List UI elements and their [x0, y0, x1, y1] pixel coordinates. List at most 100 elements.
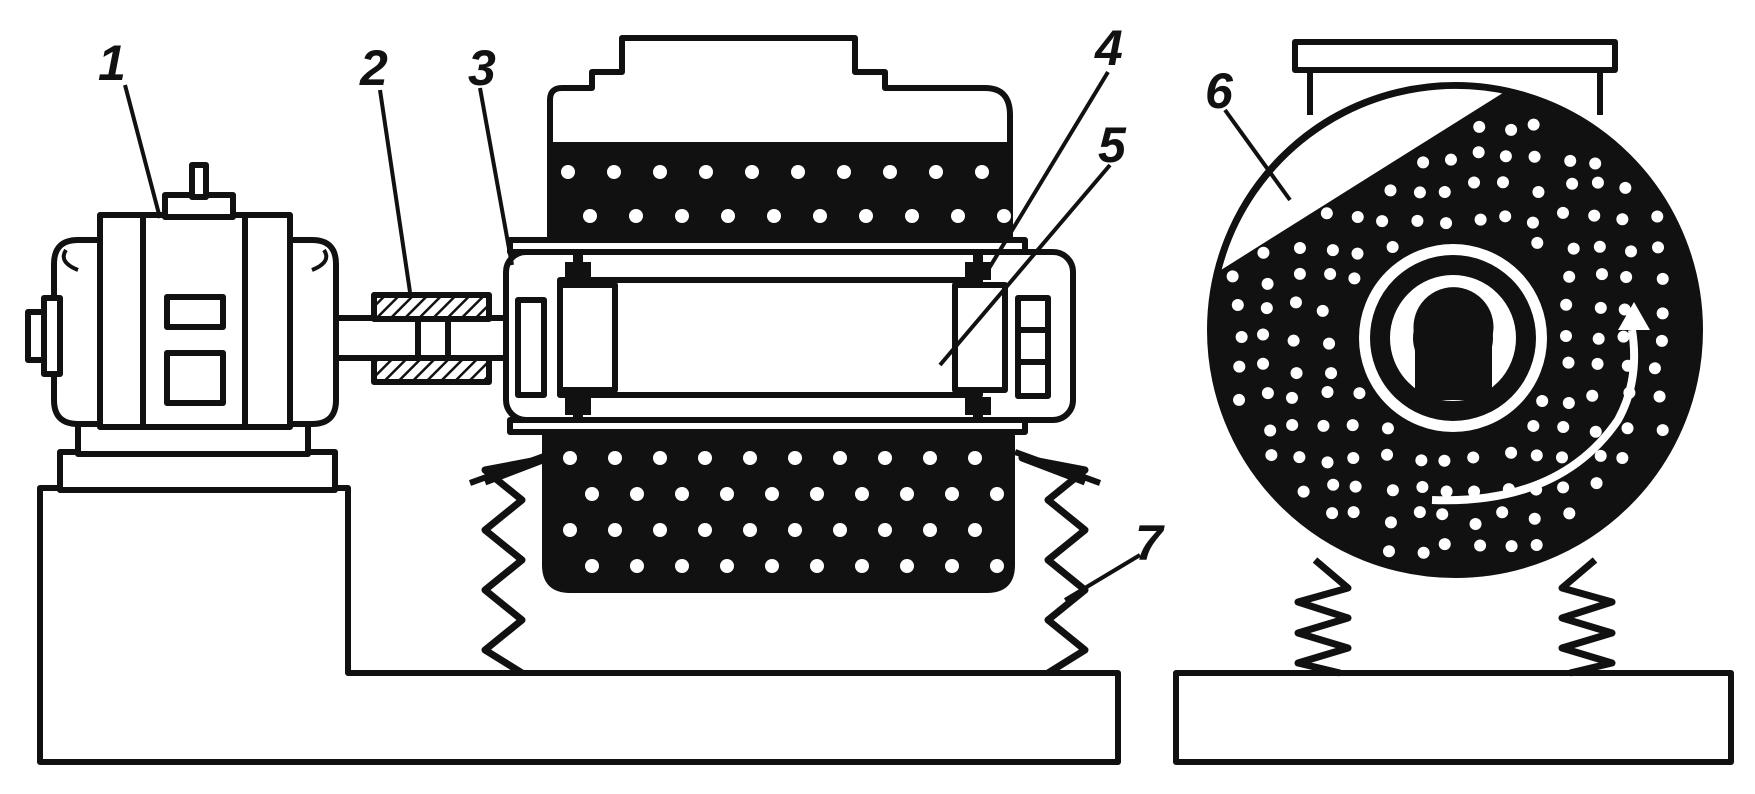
media-dot [923, 523, 937, 537]
media-dot [1382, 545, 1395, 558]
media-dot [1591, 176, 1604, 189]
media-dot [1621, 359, 1634, 372]
media-dot [1468, 485, 1481, 498]
media-dot [765, 559, 779, 573]
media-dot [1618, 303, 1631, 316]
media-dot [1233, 393, 1246, 406]
media-dot [1560, 298, 1573, 311]
media-dot [1325, 367, 1338, 380]
media-dot [1321, 456, 1334, 469]
media-dot [1474, 539, 1487, 552]
media-dot [883, 165, 897, 179]
media-dot [1557, 420, 1570, 433]
media-dot [1384, 516, 1397, 529]
media-dot [1566, 177, 1579, 190]
label-4-eccentric: 4 [1094, 20, 1123, 76]
label-3-housing: 3 [468, 40, 496, 96]
media-dot [765, 487, 779, 501]
media-dot [1287, 334, 1300, 347]
left-bearing [515, 297, 547, 398]
media-dot [945, 559, 959, 573]
media-dot [923, 451, 937, 465]
media-dot [1469, 517, 1482, 530]
media-dot [833, 523, 847, 537]
motor-right-endcap [287, 237, 339, 427]
media-dot [1586, 389, 1599, 402]
media-dot [1257, 328, 1270, 341]
media-dot [1436, 508, 1449, 521]
media-dot [1648, 362, 1661, 375]
media-dot [1589, 425, 1602, 438]
media-dot [1347, 451, 1360, 464]
media-dot [1623, 386, 1636, 399]
media-dot [1616, 451, 1629, 464]
media-dot [1594, 449, 1607, 462]
media-dot [1617, 330, 1630, 343]
media-dot [1376, 215, 1389, 228]
media-dot [630, 559, 644, 573]
media-dot [563, 523, 577, 537]
label-7-spring: 7 [1135, 515, 1165, 571]
media-dot [1530, 538, 1543, 551]
media-dot [810, 559, 824, 573]
media-dot [1528, 150, 1541, 163]
media-dot [653, 451, 667, 465]
media-dot [630, 487, 644, 501]
media-dot [968, 451, 982, 465]
media-dot [720, 487, 734, 501]
media-dot [1620, 271, 1633, 284]
leader-lines [123, 70, 1292, 602]
media-dot [1326, 507, 1339, 520]
media-dot [1417, 546, 1430, 559]
media-dot [1323, 337, 1336, 350]
media-dot [1257, 246, 1270, 259]
label-6-cylinder: 6 [1205, 63, 1234, 119]
media-dot [1324, 268, 1337, 281]
media-dot [1472, 146, 1485, 159]
media-dot [1563, 507, 1576, 520]
media-dot [675, 559, 689, 573]
media-dot [997, 209, 1011, 223]
label-5-vibrator: 5 [1098, 117, 1127, 173]
media-dot [968, 523, 982, 537]
media-dot [1564, 154, 1577, 167]
media-dot [1531, 236, 1544, 249]
media-dot [1590, 477, 1603, 490]
media-dot [1496, 506, 1509, 519]
media-dot [1411, 214, 1424, 227]
grinding-media-dots [561, 118, 1669, 573]
media-dot [1346, 419, 1359, 432]
media-dot [1619, 181, 1632, 194]
motor-nameplate-bottom [164, 350, 226, 406]
media-dot [1616, 213, 1629, 226]
media-dot [1257, 357, 1270, 370]
media-dot [1557, 481, 1570, 494]
media-dot [859, 209, 873, 223]
media-dot [1651, 210, 1664, 223]
media-dot [563, 451, 577, 465]
media-dot [699, 165, 713, 179]
coupling-lower [371, 355, 492, 385]
media-dot [1656, 272, 1669, 285]
media-dot [1327, 478, 1340, 491]
media-dot [1656, 307, 1669, 320]
media-dot [1467, 451, 1480, 464]
media-dot [698, 451, 712, 465]
media-dot [975, 165, 989, 179]
media-dot [1381, 422, 1394, 435]
media-dot [1536, 395, 1549, 408]
media-dot [629, 209, 643, 223]
media-dot [1349, 480, 1362, 493]
media-dot [1530, 449, 1543, 462]
media-dot [990, 487, 1004, 501]
side-hopper [1307, 70, 1603, 115]
media-dot [1264, 424, 1277, 437]
media-dot [1293, 267, 1306, 280]
media-dot [1438, 538, 1451, 551]
media-dot [1438, 454, 1451, 467]
media-dot [1286, 418, 1299, 431]
media-dot [1320, 207, 1333, 220]
media-dot [1592, 332, 1605, 345]
media-dot [1297, 485, 1310, 498]
media-dot [1235, 330, 1248, 343]
